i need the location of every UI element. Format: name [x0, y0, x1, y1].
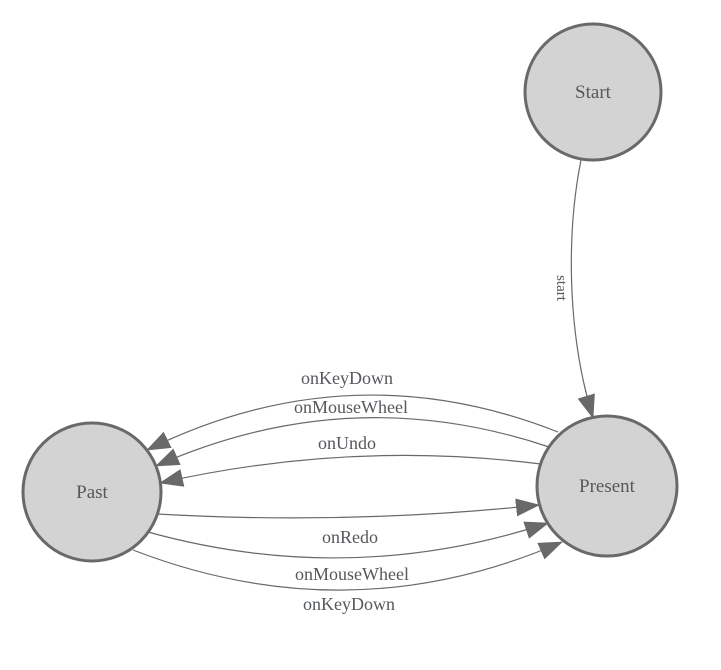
edge-label-onmousewheel-top: onMouseWheel [294, 397, 408, 417]
edge-present-to-past-onundo [159, 454, 542, 487]
edge-present-to-past-onmousewheel [155, 417, 550, 467]
edge-present-to-past-onkeydown [146, 394, 559, 451]
edge-label-start: start [553, 275, 569, 302]
node-present: Present [535, 414, 679, 558]
edge-past-to-present-onmousewheel [147, 521, 549, 559]
edge-past-to-present-onkeydown [132, 541, 563, 591]
edge-label-onmousewheel-bottom: onMouseWheel [295, 564, 409, 584]
edge-label-onredo: onRedo [322, 527, 378, 547]
edge-label-onkeydown-top: onKeyDown [301, 368, 393, 388]
edge-label-onundo: onUndo [318, 433, 376, 453]
node-present-label: Present [579, 476, 636, 497]
node-present-circle [535, 414, 679, 558]
edge-label-onkeydown-bottom: onKeyDown [303, 594, 395, 614]
node-past-circle [21, 421, 163, 563]
node-start-circle [523, 22, 663, 162]
node-start-label: Start [575, 82, 612, 103]
edge-start-to-present [570, 159, 595, 419]
edge-past-to-present-onredo [156, 498, 540, 519]
node-past-label: Past [76, 482, 108, 503]
node-past: Past [21, 421, 163, 563]
node-start: Start [523, 22, 663, 162]
